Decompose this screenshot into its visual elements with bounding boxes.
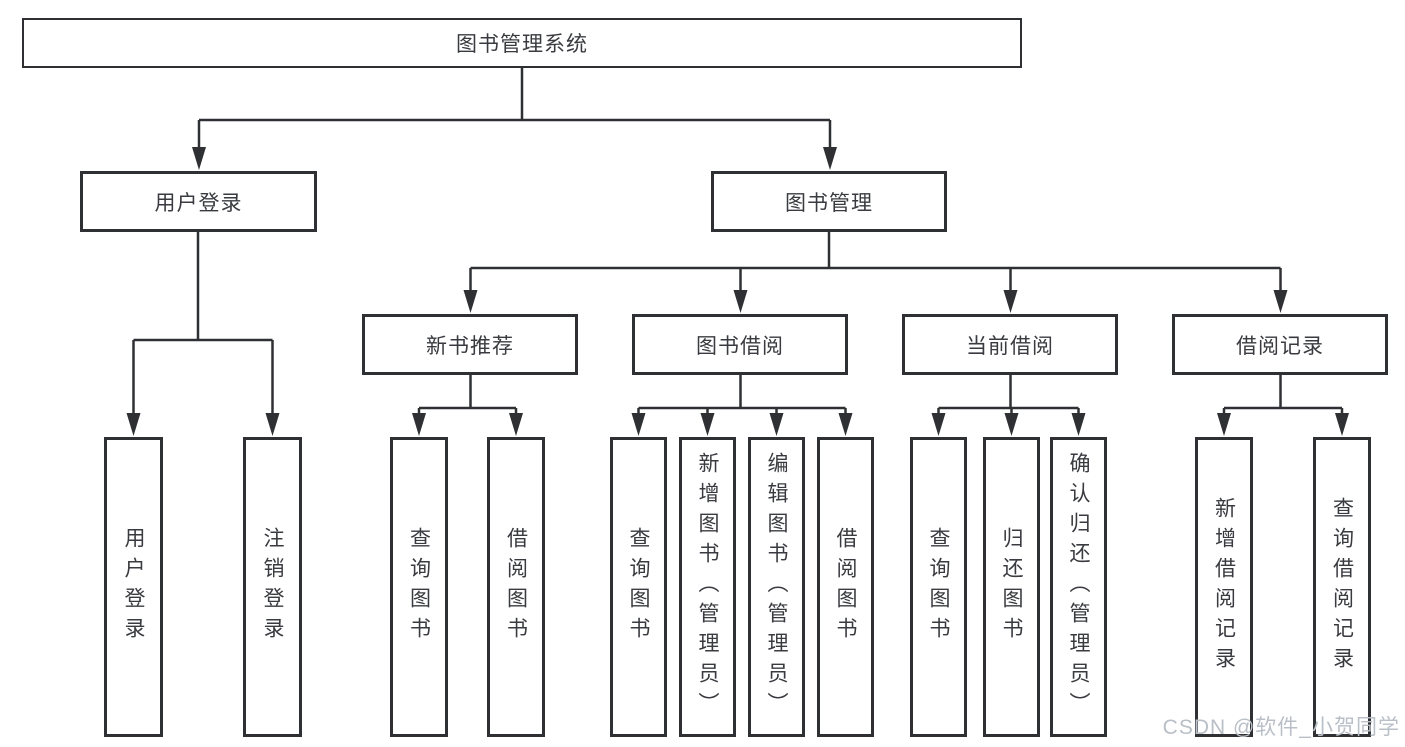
node-leaf-confirm-return-admin: 确认归还（管理员） — [1050, 437, 1107, 737]
node-leaf-current-search: 查询图书 — [910, 437, 967, 737]
node-book-management: 图书管理 — [711, 171, 947, 232]
node-section-book-borrowing-label: 图书借阅 — [696, 334, 784, 358]
node-leaf-borrow-search: 查询图书 — [610, 437, 667, 737]
node-section-new-books: 新书推荐 — [362, 314, 578, 375]
node-leaf-edit-book-admin: 编辑图书（管理员） — [748, 437, 805, 737]
node-leaf-logout: 注销登录 — [243, 437, 302, 737]
node-leaf-user-login-label: 用户登录 — [122, 527, 145, 647]
node-section-borrow-records: 借阅记录 — [1172, 314, 1388, 375]
connector-book-management-sections — [469, 232, 1282, 293]
arrowheads-current-borrow-children — [931, 413, 1086, 436]
arrowheads-user-login-children — [126, 413, 280, 436]
node-leaf-logout-label: 注销登录 — [261, 527, 284, 647]
node-leaf-search-record-label: 查询借阅记录 — [1330, 497, 1354, 677]
node-leaf-newbook-search: 查询图书 — [390, 437, 448, 737]
node-leaf-newbook-search-label: 查询图书 — [407, 527, 431, 647]
node-leaf-borrow-book: 借阅图书 — [817, 437, 874, 737]
node-section-borrow-records-label: 借阅记录 — [1236, 334, 1324, 358]
arrowheads-book-management-sections — [463, 290, 1288, 313]
node-leaf-borrow-search-label: 查询图书 — [627, 527, 650, 647]
arrowheads-record-children — [1217, 413, 1349, 436]
node-root: 图书管理系统 — [22, 18, 1022, 68]
node-section-book-borrowing: 图书借阅 — [632, 314, 848, 375]
node-leaf-current-search-label: 查询图书 — [927, 527, 950, 647]
node-user-login-label: 用户登录 — [154, 191, 243, 215]
node-book-management-label: 图书管理 — [785, 191, 873, 215]
arrowheads-book-borrow-children — [631, 413, 853, 436]
arrowheads-new-book-children — [412, 413, 523, 436]
node-leaf-borrow-book-label: 借阅图书 — [834, 527, 857, 647]
node-root-label: 图书管理系统 — [456, 33, 588, 56]
node-leaf-return-book-label: 归还图书 — [1000, 527, 1023, 647]
node-leaf-user-login: 用户登录 — [104, 437, 163, 737]
node-leaf-add-book-admin-label: 新增图书（管理员） — [696, 452, 719, 722]
connector-new-book-children — [417, 374, 518, 416]
node-leaf-search-record: 查询借阅记录 — [1313, 437, 1371, 737]
node-leaf-add-book-admin: 新增图书（管理员） — [679, 437, 736, 737]
node-leaf-edit-book-admin-label: 编辑图书（管理员） — [765, 452, 788, 722]
node-leaf-newbook-borrow-label: 借阅图书 — [504, 527, 528, 647]
node-leaf-confirm-return-admin-label: 确认归还（管理员） — [1067, 452, 1090, 722]
connector-user-login-children — [132, 232, 274, 416]
connector-root-to-level2 — [197, 67, 832, 150]
node-leaf-add-record-label: 新增借阅记录 — [1212, 497, 1236, 677]
node-user-login: 用户登录 — [80, 171, 317, 232]
arrowheads-root-to-level2 — [192, 147, 837, 170]
node-leaf-newbook-borrow: 借阅图书 — [487, 437, 545, 737]
connector-current-borrow-children — [937, 374, 1080, 416]
node-section-current-borrowing: 当前借阅 — [902, 314, 1118, 375]
csdn-watermark: CSDN @软件_小贺同学 — [1162, 716, 1400, 739]
node-leaf-add-record: 新增借阅记录 — [1195, 437, 1253, 737]
node-leaf-return-book: 归还图书 — [983, 437, 1040, 737]
node-section-new-books-label: 新书推荐 — [426, 334, 514, 358]
connector-book-borrow-children — [637, 374, 847, 416]
node-section-current-borrowing-label: 当前借阅 — [966, 334, 1054, 358]
connector-record-children — [1222, 374, 1344, 416]
